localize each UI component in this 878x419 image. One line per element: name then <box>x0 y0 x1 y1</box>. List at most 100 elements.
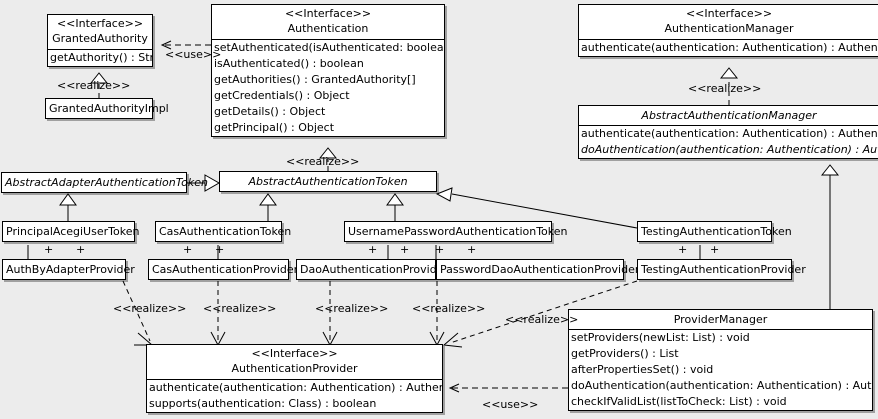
class-header: AbstractAuthenticationManager <box>579 106 878 125</box>
edge-label-use-providermanager: <<use>> <box>482 398 539 411</box>
class-header: <<Interface>> GrantedAuthority <box>48 15 152 49</box>
compartment-divider <box>569 329 872 330</box>
edge-principalacegiusertoken-extends-abstractadapter <box>59 193 77 221</box>
stereotype-label: <<Interface>> <box>685 7 773 20</box>
class-header: AbstractAdapterAuthenticationToken <box>2 173 208 192</box>
class-username-password-authentication-token[interactable]: UsernamePasswordAuthenticationToken <box>344 221 568 242</box>
class-principal-acegi-user-token[interactable]: PrincipalAcegiUserToken <box>2 221 139 242</box>
compartment-divider <box>579 39 878 40</box>
class-name: AbstractAuthenticationToken <box>248 175 408 188</box>
class-header: GrantedAuthorityImpl <box>46 99 169 118</box>
class-name: TestingAuthenticationProvider <box>641 263 806 276</box>
edge-label-realize-abstractauthenticationmanager: <<realize>> <box>688 82 762 95</box>
operation-authenticate: authenticate(authentication: Authenticat… <box>149 381 442 394</box>
class-name: AbstractAdapterAuthenticationToken <box>5 176 208 189</box>
class-name: PasswordDaoAuthenticationProvider <box>440 263 640 276</box>
class-abstract-authentication-manager[interactable]: AbstractAuthenticationManager authentica… <box>578 105 878 159</box>
operations-compartment: getAuthority() : String <box>48 50 152 66</box>
class-header: CasAuthenticationToken <box>156 222 292 241</box>
class-header: PrincipalAcegiUserToken <box>3 222 139 241</box>
class-password-dao-authentication-provider[interactable]: PasswordDaoAuthenticationProvider <box>436 259 640 280</box>
operations-compartment: authenticate(authentication: Authenticat… <box>579 126 878 158</box>
operation-is-authenticated: isAuthenticated() : boolean <box>214 57 364 70</box>
assoc-plus-cas-left: + <box>183 243 193 256</box>
class-abstract-adapter-authentication-token[interactable]: AbstractAdapterAuthenticationToken <box>1 172 208 193</box>
assoc-plus-cas-right: + <box>215 243 225 256</box>
class-name: AbstractAuthenticationManager <box>641 109 817 122</box>
class-name: ProviderManager <box>673 313 768 326</box>
operation-get-principal: getPrincipal() : Object <box>214 121 335 134</box>
class-name: CasAuthenticationToken <box>159 225 292 238</box>
edge-label-realize-casauthenticationprovider: <<realize>> <box>203 302 277 315</box>
class-granted-authority[interactable]: <<Interface>> GrantedAuthority getAuthor… <box>47 14 153 67</box>
assoc-plus-testing-right: + <box>710 243 720 256</box>
class-header: DaoAuthenticationProvider <box>297 260 448 279</box>
class-header: <<Interface>> AuthenticationManager <box>579 5 878 39</box>
class-name: CasAuthenticationProvider <box>152 263 299 276</box>
edge-label-realize-passworddaoauthenticationprovider: <<realize>> <box>412 302 486 315</box>
class-cas-authentication-token[interactable]: CasAuthenticationToken <box>155 221 292 242</box>
class-abstract-authentication-token[interactable]: AbstractAuthenticationToken <box>219 171 437 192</box>
operation-get-details: getDetails() : Object <box>214 105 326 118</box>
operation-supports: supports(authentication: Class) : boolea… <box>149 397 377 410</box>
class-testing-authentication-token[interactable]: TestingAuthenticationToken <box>637 221 792 242</box>
class-header: PasswordDaoAuthenticationProvider <box>437 260 640 279</box>
class-authentication-provider[interactable]: <<Interface>> AuthenticationProvider aut… <box>146 344 443 413</box>
class-header: <<Interface>> AuthenticationProvider <box>147 345 442 379</box>
edge-casauthenticationtoken-extends-abstractauthenticationtoken <box>259 193 277 221</box>
class-header: AuthByAdapterProvider <box>3 260 135 279</box>
operations-compartment: authenticate(authentication: Authenticat… <box>579 40 878 56</box>
stereotype-label: <<Interface>> <box>251 347 338 360</box>
operation-get-providers: getProviders() : List <box>571 347 679 360</box>
operation-set-authenticated: setAuthenticated(isAuthenticated: boolea… <box>214 41 444 54</box>
class-name: AuthenticationManager <box>664 22 794 35</box>
edge-label-realize-grantedauthorityimpl: <<realize>> <box>57 79 131 92</box>
operation-after-properties-set: afterPropertiesSet() : void <box>571 363 714 376</box>
operation-authenticate: authenticate(authentication: Authenticat… <box>581 41 878 54</box>
class-name: GrantedAuthorityImpl <box>49 102 169 115</box>
class-name: Authentication <box>287 22 369 35</box>
operations-compartment: authenticate(authentication: Authenticat… <box>147 380 442 412</box>
edge-label-realize-testingauthenticationprovider: <<realize>> <box>505 313 579 326</box>
operation-check-if-valid-list: checkIfValidList(listToCheck: List) : vo… <box>571 395 787 408</box>
class-authentication-manager[interactable]: <<Interface>> AuthenticationManager auth… <box>578 4 878 57</box>
class-name: AuthenticationProvider <box>231 362 358 375</box>
assoc-plus-userpass-2: + <box>400 243 410 256</box>
class-name: DaoAuthenticationProvider <box>300 263 448 276</box>
stereotype-label: <<Interface>> <box>56 17 144 30</box>
edge-label-use-authentication-grantedauthority: <<use>> <box>165 48 222 61</box>
class-header: TestingAuthenticationProvider <box>638 260 806 279</box>
class-authentication[interactable]: <<Interface>> Authentication setAuthenti… <box>211 4 445 137</box>
class-name: TestingAuthenticationToken <box>641 225 792 238</box>
class-auth-by-adapter-provider[interactable]: AuthByAdapterProvider <box>2 259 135 280</box>
compartment-divider <box>147 379 442 380</box>
class-name: UsernamePasswordAuthenticationToken <box>348 225 568 238</box>
class-name: GrantedAuthority <box>52 32 148 45</box>
class-name: AuthByAdapterProvider <box>6 263 135 276</box>
edge-label-realize-daoauthenticationprovider: <<realize>> <box>315 302 389 315</box>
compartment-divider <box>48 49 152 50</box>
assoc-plus-principalacegi-left: + <box>44 243 54 256</box>
assoc-plus-userpass-1: + <box>368 243 378 256</box>
compartment-divider <box>212 39 444 40</box>
class-provider-manager[interactable]: ProviderManager setProviders(newList: Li… <box>568 309 873 411</box>
assoc-plus-userpass-3: + <box>435 243 445 256</box>
class-cas-authentication-provider[interactable]: CasAuthenticationProvider <box>148 259 299 280</box>
class-header: CasAuthenticationProvider <box>149 260 299 279</box>
class-testing-authentication-provider[interactable]: TestingAuthenticationProvider <box>637 259 806 280</box>
operation-get-credentials: getCredentials() : Object <box>214 89 350 102</box>
stereotype-label: <<Interface>> <box>284 7 372 20</box>
edge-providermanager-extends-abstractauthmanager <box>820 164 840 309</box>
operations-compartment: setAuthenticated(isAuthenticated: boolea… <box>212 40 444 136</box>
edge-label-realize-abstractauthenticationtoken: <<realize>> <box>286 155 360 168</box>
class-header: AbstractAuthenticationToken <box>220 172 436 191</box>
assoc-plus-principalacegi-right: + <box>76 243 86 256</box>
class-header: ProviderManager <box>569 310 872 329</box>
class-header: UsernamePasswordAuthenticationToken <box>345 222 568 241</box>
class-granted-authority-impl[interactable]: GrantedAuthorityImpl <box>45 98 169 119</box>
compartment-divider <box>579 125 878 126</box>
assoc-plus-userpass-4: + <box>467 243 477 256</box>
class-dao-authentication-provider[interactable]: DaoAuthenticationProvider <box>296 259 448 280</box>
operation-set-providers: setProviders(newList: List) : void <box>571 331 750 344</box>
